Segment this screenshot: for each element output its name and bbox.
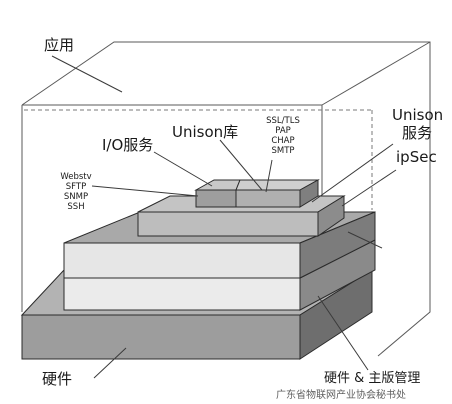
- protocol-item: PAP: [275, 126, 291, 136]
- io-service-label: I/O服务: [102, 136, 154, 154]
- hardware-label: 硬件: [42, 370, 73, 388]
- protocol-item: SNMP: [63, 192, 89, 202]
- protocol-item: Webstv: [60, 172, 92, 182]
- io-service-block: [194, 179, 241, 208]
- protocol-item: SSL/TLS: [266, 116, 300, 126]
- application-box: [21, 41, 431, 357]
- application-dashed-outline: [24, 109, 373, 210]
- protocol-list-left: Webstv SFTP SNMP SSH: [54, 172, 98, 212]
- ipsec-label: ipSec: [396, 148, 437, 166]
- application-label: 应用: [44, 36, 75, 54]
- protocol-item: SSH: [67, 202, 85, 212]
- leader-lines: [51, 55, 397, 379]
- hardware-os-label: 硬件 & 主版管理: [324, 371, 421, 386]
- unison-service-line1: Unison: [392, 106, 444, 124]
- os-layer-lower: [63, 239, 376, 311]
- unison-lib-block: [235, 179, 320, 208]
- unison-service-label: Unison 服务: [392, 106, 444, 142]
- unison-lib-label: Unison库: [172, 123, 239, 141]
- protocol-item: SFTP: [65, 182, 87, 192]
- protocol-item: CHAP: [271, 136, 295, 146]
- protocol-list-right: SSL/TLS PAP CHAP SMTP: [256, 116, 310, 156]
- protocol-item: SMTP: [271, 146, 295, 156]
- unison-service-line2: 服务: [401, 124, 432, 142]
- watermark-text: 广东省物联网产业协会秘书处: [276, 390, 406, 401]
